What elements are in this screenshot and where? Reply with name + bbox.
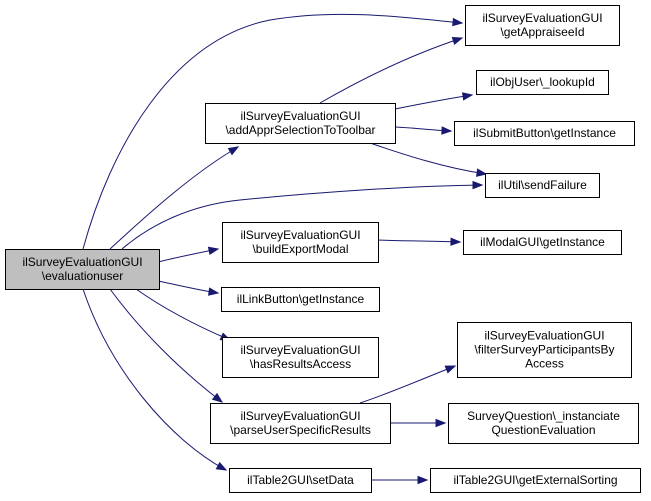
node-label-line: \getAppraiseeId: [500, 25, 584, 39]
edge-root-to-addAppr: [109, 146, 240, 250]
arrowhead-icon: [207, 246, 220, 256]
node-label-line: ilSubmitButton\getInstance: [473, 126, 616, 140]
arrowhead-icon: [462, 92, 474, 101]
edge-root-to-buildExport: [157, 246, 220, 263]
node-submitBtn[interactable]: ilSubmitButton\getInstance: [454, 121, 635, 146]
node-label-line: ilTable2GUI\setData: [247, 473, 354, 487]
node-label-line: QuestionEvaluation: [491, 423, 595, 437]
node-linkBtn[interactable]: ilLinkButton\getInstance: [221, 287, 380, 312]
edge-root-to-parseUser: [109, 288, 224, 403]
arrowhead-icon: [451, 36, 464, 45]
node-modalGui[interactable]: ilModalGUI\getInstance: [463, 230, 622, 255]
edge-root-to-getAppraisee: [82, 13, 464, 250]
node-label-line: ilModalGUI\getInstance: [480, 235, 605, 249]
node-label-line: ilUtil\sendFailure: [498, 178, 587, 192]
node-label-line: ilLinkButton\getInstance: [237, 292, 365, 306]
edge-line: [121, 184, 483, 250]
edges-layer: [82, 13, 488, 485]
node-label-line: \filterSurveyParticipantsBy: [474, 343, 614, 357]
edge-line: [359, 365, 456, 404]
node-box[interactable]: [5, 249, 160, 290]
arrowhead-icon: [435, 418, 447, 428]
node-setData[interactable]: ilTable2GUI\setData: [229, 468, 372, 493]
node-label-line: ilSurveyEvaluationGUI: [240, 343, 360, 357]
edge-line: [109, 288, 223, 403]
edge-parseUser-to-filterSurvey: [359, 365, 457, 404]
node-box[interactable]: [229, 468, 372, 493]
node-label-line: \addApprSelectionToToolbar: [225, 123, 375, 137]
node-box[interactable]: [454, 121, 635, 146]
edge-root-to-setData: [82, 288, 228, 471]
node-label-line: \parseUserSpecificResults: [230, 423, 371, 437]
node-label-line: ilSurveyEvaluationGUI: [240, 409, 360, 423]
node-box[interactable]: [430, 468, 641, 493]
edge-buildExport-to-modalGui: [377, 237, 462, 246]
node-getAppraisee[interactable]: ilSurveyEvaluationGUI\getAppraiseeId: [465, 5, 620, 46]
edge-line: [82, 13, 463, 250]
arrowhead-icon: [417, 475, 429, 485]
node-label-line: ilObjUser\_lookupId: [490, 75, 595, 89]
node-box[interactable]: [210, 403, 391, 444]
edge-line: [82, 288, 227, 471]
edge-line: [109, 146, 239, 250]
node-box[interactable]: [476, 70, 609, 95]
node-box[interactable]: [222, 337, 379, 378]
arrowhead-icon: [441, 126, 453, 135]
node-label-line: \buildExportModal: [252, 242, 348, 256]
arrowhead-icon: [452, 17, 464, 27]
arrowhead-icon: [476, 168, 488, 177]
arrowhead-icon: [472, 180, 484, 190]
node-label-line: \evaluationuser: [42, 269, 123, 283]
node-label-line: ilSurveyEvaluationGUI: [482, 11, 602, 25]
edge-line: [394, 94, 473, 110]
arrowhead-icon: [215, 461, 228, 471]
node-box[interactable]: [457, 322, 632, 378]
edge-parseUser-to-instanciate: [390, 418, 447, 428]
node-label-line: ilSurveyEvaluationGUI: [484, 329, 604, 343]
node-box[interactable]: [465, 5, 620, 46]
edge-setData-to-extSorting: [371, 475, 429, 485]
edge-addAppr-to-sendFailure: [369, 142, 488, 177]
node-buildExport[interactable]: ilSurveyEvaluationGUI\buildExportModal: [222, 222, 379, 263]
node-extSorting[interactable]: ilTable2GUI\getExternalSorting: [430, 468, 641, 493]
edge-addAppr-to-lookupId: [394, 92, 474, 110]
node-root[interactable]: ilSurveyEvaluationGUI\evaluationuser: [5, 249, 160, 290]
node-hasResults[interactable]: ilSurveyEvaluationGUI\hasResultsAccess: [222, 337, 379, 378]
node-label-line: ilSurveyEvaluationGUI: [240, 228, 360, 242]
nodes-layer: ilSurveyEvaluationGUI\evaluationuserilSu…: [5, 5, 641, 493]
node-box[interactable]: [463, 230, 622, 255]
node-label-line: ilTable2GUI\getExternalSorting: [453, 473, 617, 487]
node-lookupId[interactable]: ilObjUser\_lookupId: [476, 70, 609, 95]
arrowhead-icon: [444, 365, 457, 374]
arrowhead-icon: [450, 237, 462, 246]
edge-addAppr-to-getAppraisee: [319, 36, 464, 104]
edge-line: [319, 37, 463, 104]
node-label-line: ilSurveyEvaluationGUI: [22, 255, 142, 269]
node-box[interactable]: [205, 103, 396, 144]
edge-line: [369, 142, 487, 175]
arrowhead-icon: [208, 287, 220, 296]
node-instanciate[interactable]: SurveyQuestion\_instanciateQuestionEvalu…: [448, 403, 639, 444]
arrowhead-icon: [211, 392, 224, 403]
node-label-line: ilSurveyEvaluationGUI: [240, 109, 360, 123]
node-label-line: SurveyQuestion\_instanciate: [467, 409, 620, 423]
edge-root-to-linkBtn: [157, 280, 220, 296]
node-parseUser[interactable]: ilSurveyEvaluationGUI\parseUserSpecificR…: [210, 403, 391, 444]
node-filterSurvey[interactable]: ilSurveyEvaluationGUI\filterSurveyPartic…: [457, 322, 632, 378]
node-box[interactable]: [222, 222, 379, 263]
edge-addAppr-to-submitBtn: [394, 126, 453, 135]
node-addAppr[interactable]: ilSurveyEvaluationGUI\addApprSelectionTo…: [205, 103, 396, 144]
arrowhead-icon: [227, 146, 240, 156]
node-box[interactable]: [221, 287, 380, 312]
node-label-line: \hasResultsAccess: [250, 357, 351, 371]
node-sendFailure[interactable]: ilUtil\sendFailure: [485, 173, 600, 198]
node-label-line: Access: [525, 357, 564, 371]
edge-line: [135, 288, 231, 341]
edge-line: [377, 239, 461, 243]
edge-root-to-sendFailure: [121, 180, 484, 250]
edge-root-to-hasResults: [135, 288, 232, 341]
node-box[interactable]: [448, 403, 639, 444]
node-box[interactable]: [485, 173, 600, 198]
